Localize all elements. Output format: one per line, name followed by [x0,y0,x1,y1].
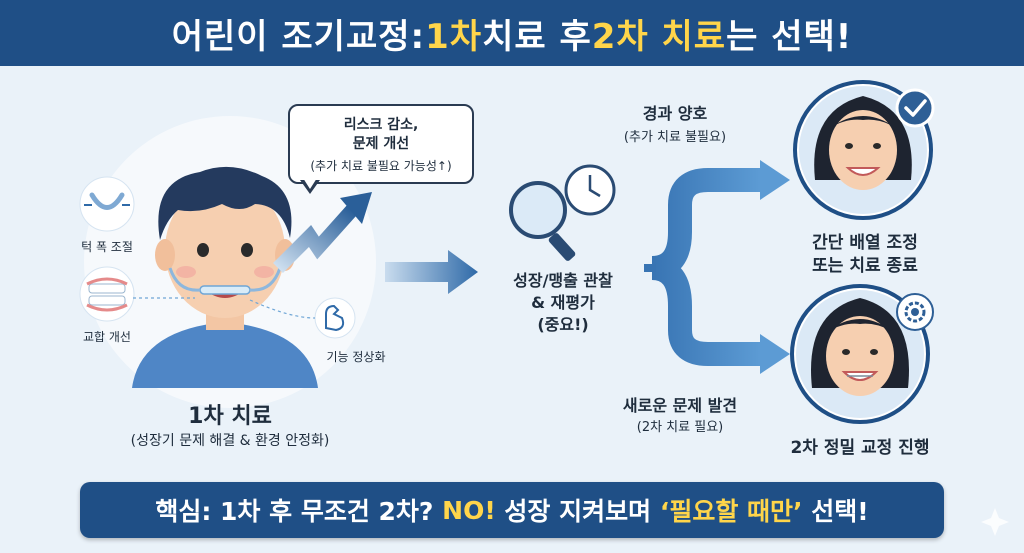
sparkle-icon [981,508,1009,536]
boy-illustration [132,166,318,388]
title-part-2: 1차 [425,16,483,57]
flexed-arm-icon [314,297,356,339]
magnifier-clock-icon [509,164,616,261]
function-label: 기능 정상화 [326,350,386,364]
bite-label: 교합 개선 [83,330,131,344]
key-message-banner: 핵심: 1차 후 무조건 2차? NO! 성장 지켜보며 ‘필요할 때만’ 선택… [80,482,944,538]
first-treatment-subtitle: (성장기 문제 해결 & 환경 안정화) [130,433,330,449]
good-outcome-sub: (추가 치료 불필요) [623,130,727,145]
new-problem-sub: (2차 치료 필요) [636,420,724,435]
first-treatment-title: 1차 치료 [188,404,272,429]
bubble-tail-inner [303,178,317,189]
bubble-line-2: 문제 개선 [352,136,410,152]
monitoring-text: 성장/맹출 관찰 & 재평가 (중요!) [488,270,638,336]
footer-part-4: ‘필요할 때만’ [659,497,803,526]
title-part-5: 는 선택! [726,16,853,57]
bubble-line-3: (추가 치료 불필요 가능성↑) [310,159,452,173]
new-problem-title: 새로운 문제 발견 [622,396,738,415]
girl-portrait-braces [790,284,930,424]
monitoring-line-1: 성장/맹출 관찰 [513,271,613,290]
second-treatment-result: 2차 정밀 교정 진행 [790,438,930,458]
bubble-line-1: 리스크 감소, [343,117,419,133]
checkmark-icon [895,88,935,128]
footer-part-3: 성장 지켜보며 [495,497,660,526]
good-outcome-result: 간단 배열 조정 또는 치료 종료 [780,232,950,278]
risk-reduction-bubble: 리스크 감소, 문제 개선 (추가 치료 불필요 가능성↑) [288,104,474,184]
girl-portrait-good [793,80,933,220]
title-part-4: 2차 치료 [591,16,727,57]
footer-part-5: 선택! [802,497,869,526]
footer-part-2: NO! [442,495,496,525]
good-outcome-result-line-1: 간단 배열 조정 [812,233,918,253]
good-outcome-result-line-2: 또는 치료 종료 [812,256,918,276]
footer-part-1: 핵심: 1차 후 무조건 2차? [155,497,443,526]
monitoring-line-2: & 재평가 [531,293,595,312]
jaw-width-label: 턱 폭 조절 [81,240,133,254]
jaw-width-icon [79,176,135,232]
title-banner: 어린이 조기교정: 1차 치료 후 2차 치료 는 선택! [0,0,1024,66]
title-part-1: 어린이 조기교정: [171,16,426,57]
gear-icon [896,293,934,331]
monitoring-line-3: (중요!) [537,315,589,334]
main-flow-arrow [385,250,478,294]
good-outcome-title: 경과 양호 [642,104,708,123]
title-part-3: 치료 후 [482,16,592,57]
teeth-bite-icon [79,266,135,322]
fork-arrows [644,160,790,374]
